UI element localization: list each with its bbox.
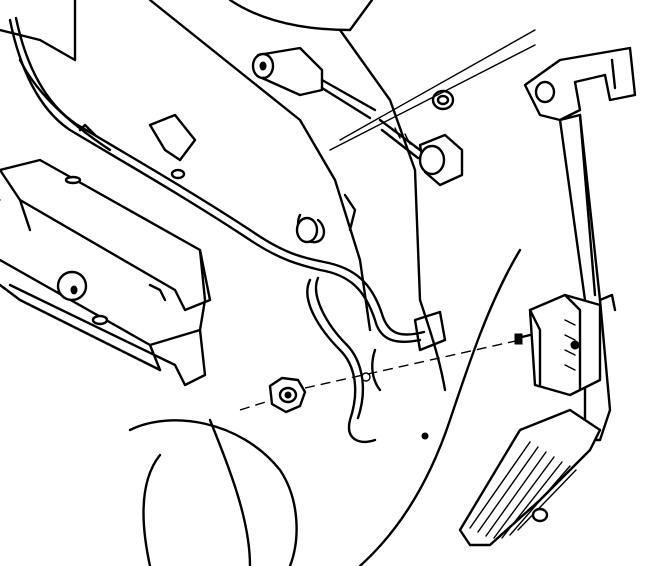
- accelerator-cable: [8, 16, 426, 443]
- connector: [251, 46, 464, 187]
- bracket: [0, 113, 212, 387]
- pedal-pad: [458, 408, 602, 547]
- pedal-position-sensor: [514, 293, 602, 397]
- grommet: [361, 89, 455, 392]
- nut: [239, 339, 521, 414]
- leader-lines: [329, 29, 536, 151]
